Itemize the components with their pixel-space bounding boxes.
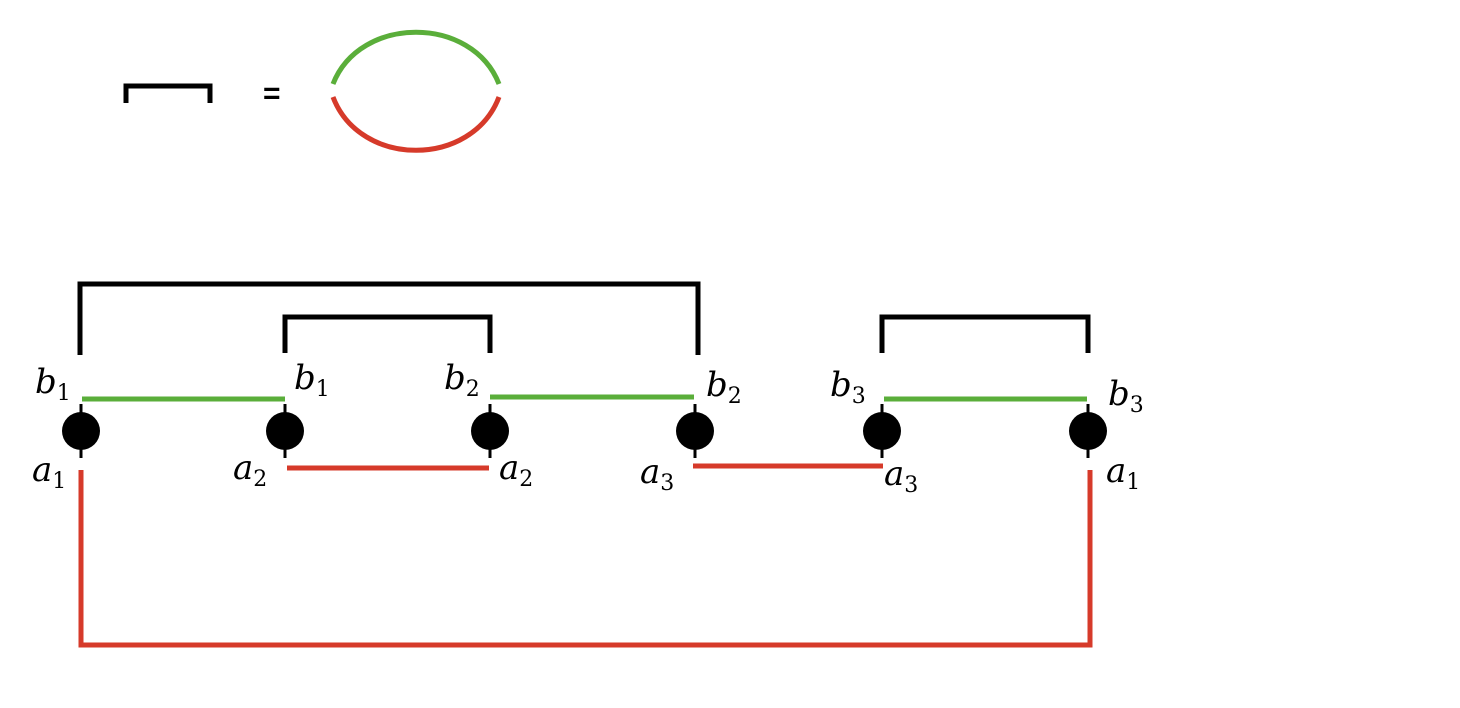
vertex-dot [676,412,714,450]
vertex-2-bottom-label: a2 [233,448,267,492]
bracket-right [879,314,1091,353]
vertices [62,404,1107,458]
vertex-dot [266,412,304,450]
vertex-6-top-label: b3 [1108,374,1144,418]
legend: = [123,29,502,153]
red-link-1-6 [78,470,1093,648]
green-links [82,394,1087,402]
bracket-inner [282,314,493,353]
vertex-1-top-label: b1 [35,362,71,406]
vertex-5 [863,404,901,458]
brackets [77,281,1091,355]
vertex-dot [471,412,509,450]
vertex-4-top-label: b2 [706,365,742,409]
vertex-dot [1069,412,1107,450]
vertex-dot [863,412,901,450]
loop-green-arc [330,29,502,85]
labels: b1 a1 b1 a2 b2 a2 b2 a3 b3 a3 [32,358,1144,498]
equals-sign: = [263,77,281,110]
vertex-4 [676,404,714,458]
vertex-1-bottom-label: a1 [32,450,66,494]
red-links [78,463,1093,648]
vertex-3-top-label: b2 [444,358,480,402]
contraction-bracket-icon [123,83,213,103]
bracket-outer [77,281,701,355]
vertex-3 [471,404,509,458]
green-red-loop-icon [330,29,502,153]
vertex-6 [1069,404,1107,458]
vertex-6-bottom-label: a1 [1106,451,1140,495]
vertex-dot [62,412,100,450]
vertex-1 [62,404,100,458]
vertex-2 [266,404,304,458]
vertex-5-bottom-label: a3 [884,454,918,498]
loop-red-arc [330,96,502,153]
vertex-2-top-label: b1 [294,358,330,402]
vertex-4-bottom-label: a3 [640,452,674,496]
vertex-3-bottom-label: a2 [499,448,533,492]
vertex-5-top-label: b3 [830,365,866,409]
